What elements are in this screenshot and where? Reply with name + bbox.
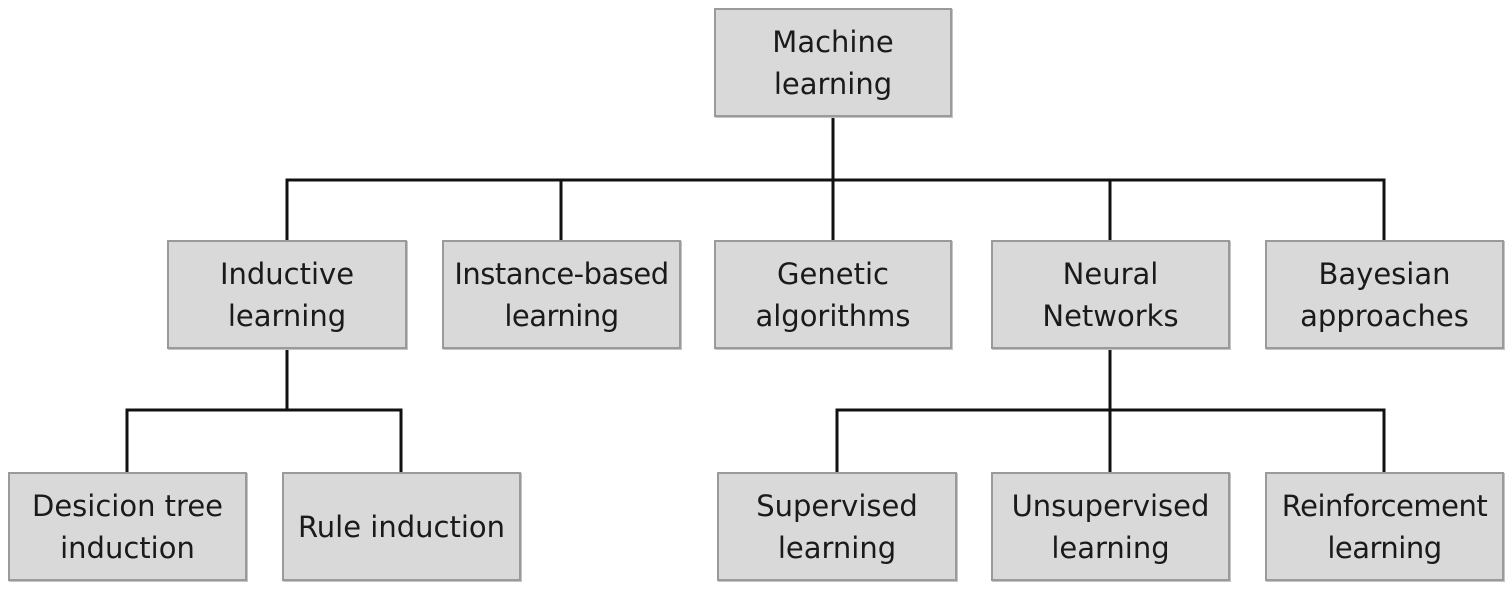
node-machine-learning: Machine learning bbox=[714, 8, 952, 117]
node-unsupervised-learning: Unsupervised learning bbox=[991, 472, 1230, 581]
node-rule-induction: Rule induction bbox=[282, 472, 521, 581]
node-supervised-learning: Supervised learning bbox=[717, 472, 957, 581]
node-instance-based-learning: Instance-based learning bbox=[442, 240, 681, 349]
node-neural-networks: Neural Networks bbox=[991, 240, 1230, 349]
node-genetic-algorithms: Genetic algorithms bbox=[714, 240, 952, 349]
node-bayesian-approaches: Bayesian approaches bbox=[1265, 240, 1504, 349]
node-inductive-learning: Inductive learning bbox=[167, 240, 407, 349]
node-decision-tree-induction: Desicion tree induction bbox=[8, 472, 247, 581]
node-reinforcement-learning: Reinforcement learning bbox=[1265, 472, 1504, 581]
